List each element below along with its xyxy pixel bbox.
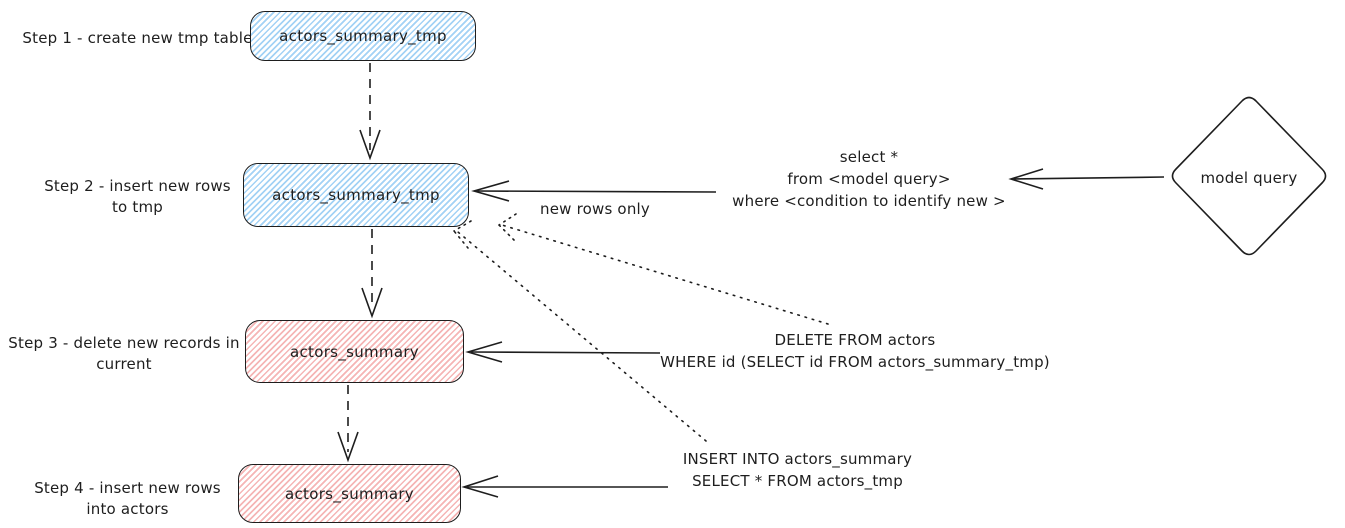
step2-label-line2: to tmp [111, 198, 164, 216]
select-query-text: select * from <model query> where <condi… [723, 146, 1015, 212]
step2-label-line1: Step 2 - insert new rows [44, 177, 231, 195]
node-step3-actors-summary: actors_summary [245, 320, 464, 383]
step4-label: Step 4 - insert new rows into actors [10, 478, 245, 520]
step3-label: Step 3 - delete new records in current [0, 333, 248, 375]
step2-label: Step 2 - insert new rows to tmp [10, 176, 265, 218]
insert-sql-line2: SELECT * FROM actors_tmp [692, 472, 903, 490]
node-step2-tmp-table: actors_summary_tmp [243, 163, 469, 227]
delete-sql-line1: DELETE FROM actors [774, 331, 936, 349]
dotted-arrow-delete-to-step2 [498, 213, 829, 325]
step1-label-line1: Step 1 - create new tmp table [22, 29, 253, 47]
step3-label-line1: Step 3 - delete new records in [8, 334, 240, 352]
arrow-step3-to-step4 [337, 385, 359, 463]
delete-sql-line2: WHERE id (SELECT id FROM actors_summary_… [660, 353, 1050, 371]
select-query-line2: from <model query> [787, 170, 951, 188]
model-query-label: model query [1200, 169, 1298, 187]
arrow-step2-to-step3 [361, 229, 383, 319]
new-rows-only-label: new rows only [540, 200, 650, 218]
step1-label: Step 1 - create new tmp table [10, 28, 265, 49]
node-step3-label: actors_summary [290, 342, 419, 361]
select-query-line3: where <condition to identify new > [732, 192, 1006, 210]
node-step1-tmp-table: actors_summary_tmp [250, 11, 476, 61]
node-step2-label: actors_summary_tmp [272, 186, 440, 204]
node-step4-actors-summary: actors_summary [238, 464, 461, 523]
arrow-delete-sql-to-step3 [465, 341, 661, 363]
step4-label-line1: Step 4 - insert new rows [34, 479, 221, 497]
node-step1-label: actors_summary_tmp [279, 27, 447, 45]
delete-sql-text: DELETE FROM actors WHERE id (SELECT id F… [655, 329, 1055, 373]
step4-label-line2: into actors [86, 500, 169, 518]
step3-label-line2: current [96, 355, 152, 373]
arrow-model-query-to-select [1008, 168, 1165, 190]
arrow-insert-sql-to-step4 [461, 475, 668, 498]
node-step4-label: actors_summary [285, 484, 414, 503]
insert-sql-line1: INSERT INTO actors_summary [682, 450, 913, 468]
select-query-line1: select * [839, 148, 899, 166]
insert-sql-text: INSERT INTO actors_summary SELECT * FROM… [655, 448, 940, 492]
arrow-step1-to-step2 [359, 63, 381, 161]
